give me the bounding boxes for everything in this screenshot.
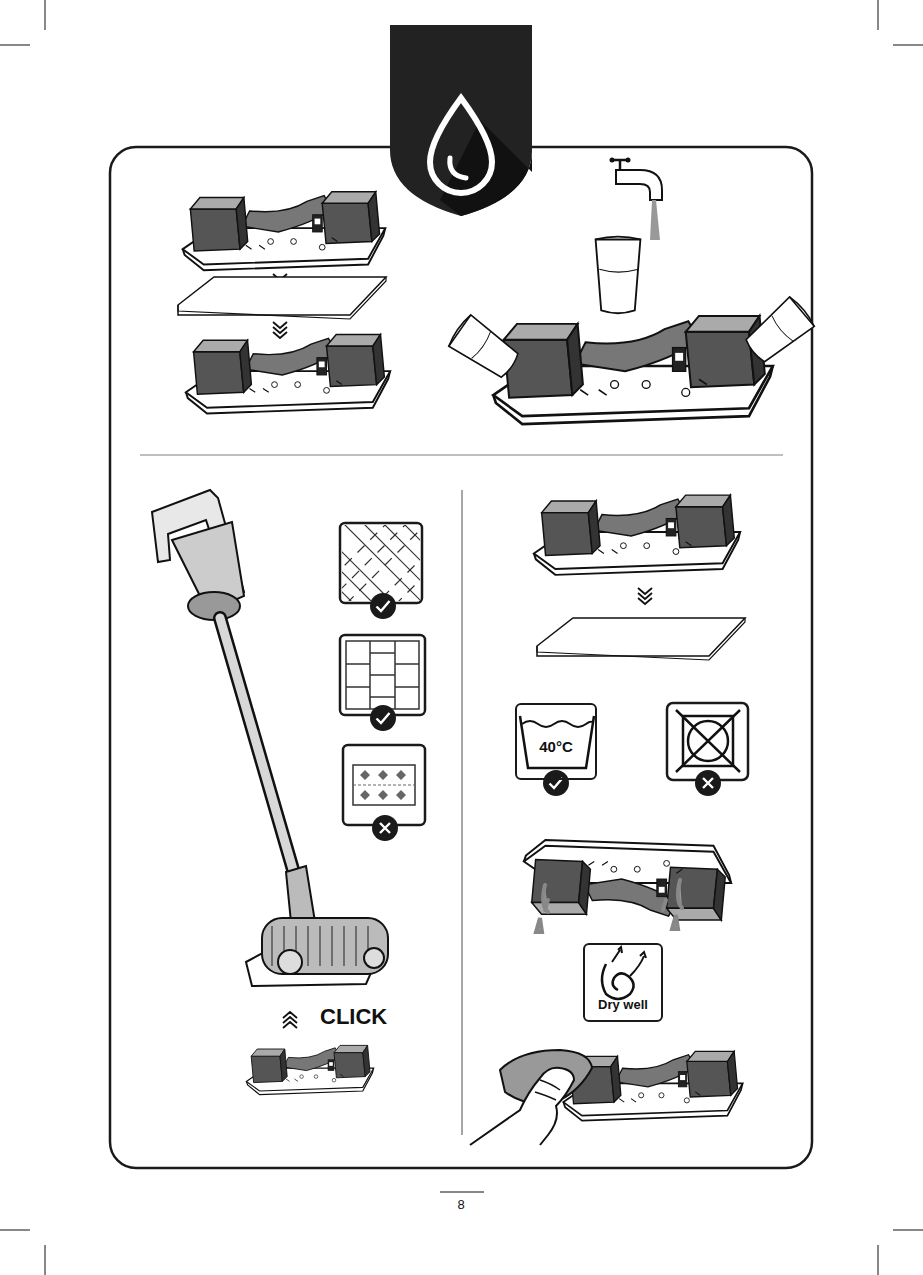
symbol-text: 40°C xyxy=(539,738,573,756)
wash-symbol: 40°C xyxy=(515,703,597,780)
click-label: CLICK xyxy=(320,1004,387,1030)
dry-well-symbol: Dry well xyxy=(583,943,663,1022)
symbol-text: Dry well xyxy=(598,996,648,1014)
page-number: 8 xyxy=(457,1197,464,1213)
